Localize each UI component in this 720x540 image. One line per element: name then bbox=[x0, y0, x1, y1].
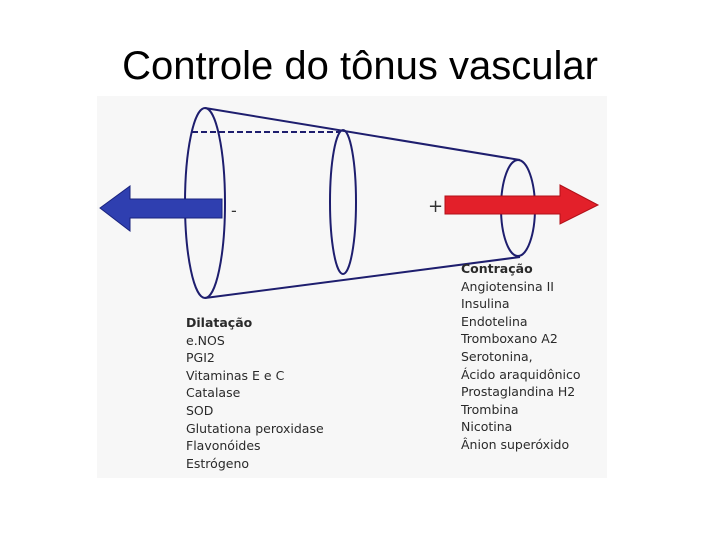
contracao-header: Contração bbox=[461, 260, 581, 278]
contracao-item: Serotonina, bbox=[461, 348, 581, 366]
contracao-item: Angiotensina II bbox=[461, 278, 581, 296]
dilatacao-item: Vitaminas E e C bbox=[186, 367, 324, 385]
dilatacao-item: Glutationa peroxidase bbox=[186, 420, 324, 438]
contracao-item: Tromboxano A2 bbox=[461, 330, 581, 348]
contracao-item: Insulina bbox=[461, 295, 581, 313]
dilatacao-list: Dilatação e.NOS PGI2 Vitaminas E e C Cat… bbox=[186, 314, 324, 472]
dilatacao-item: Catalase bbox=[186, 384, 324, 402]
contracao-item: Endotelina bbox=[461, 313, 581, 331]
contracao-item: Ânion superóxido bbox=[461, 436, 581, 454]
dilatacao-item: Estrógeno bbox=[186, 455, 324, 473]
dilatacao-item: e.NOS bbox=[186, 332, 324, 350]
left-arrow-icon bbox=[100, 186, 222, 231]
cone-top-edge bbox=[205, 108, 520, 160]
right-arrow-icon bbox=[445, 185, 598, 224]
contracao-item: Prostaglandina H2 bbox=[461, 383, 581, 401]
contracao-item: Nicotina bbox=[461, 418, 581, 436]
contracao-list: Contração Angiotensina II Insulina Endot… bbox=[461, 260, 581, 454]
dilatacao-item: SOD bbox=[186, 402, 324, 420]
dilatacao-item: PGI2 bbox=[186, 349, 324, 367]
dilatacao-header: Dilatação bbox=[186, 314, 324, 332]
contracao-item: Ácido araquidônico bbox=[461, 366, 581, 384]
plus-sign: + bbox=[428, 196, 443, 217]
contracao-item: Trombina bbox=[461, 401, 581, 419]
middle-ellipse bbox=[330, 130, 356, 274]
dilatacao-item: Flavonóides bbox=[186, 437, 324, 455]
minus-sign: - bbox=[231, 201, 237, 220]
